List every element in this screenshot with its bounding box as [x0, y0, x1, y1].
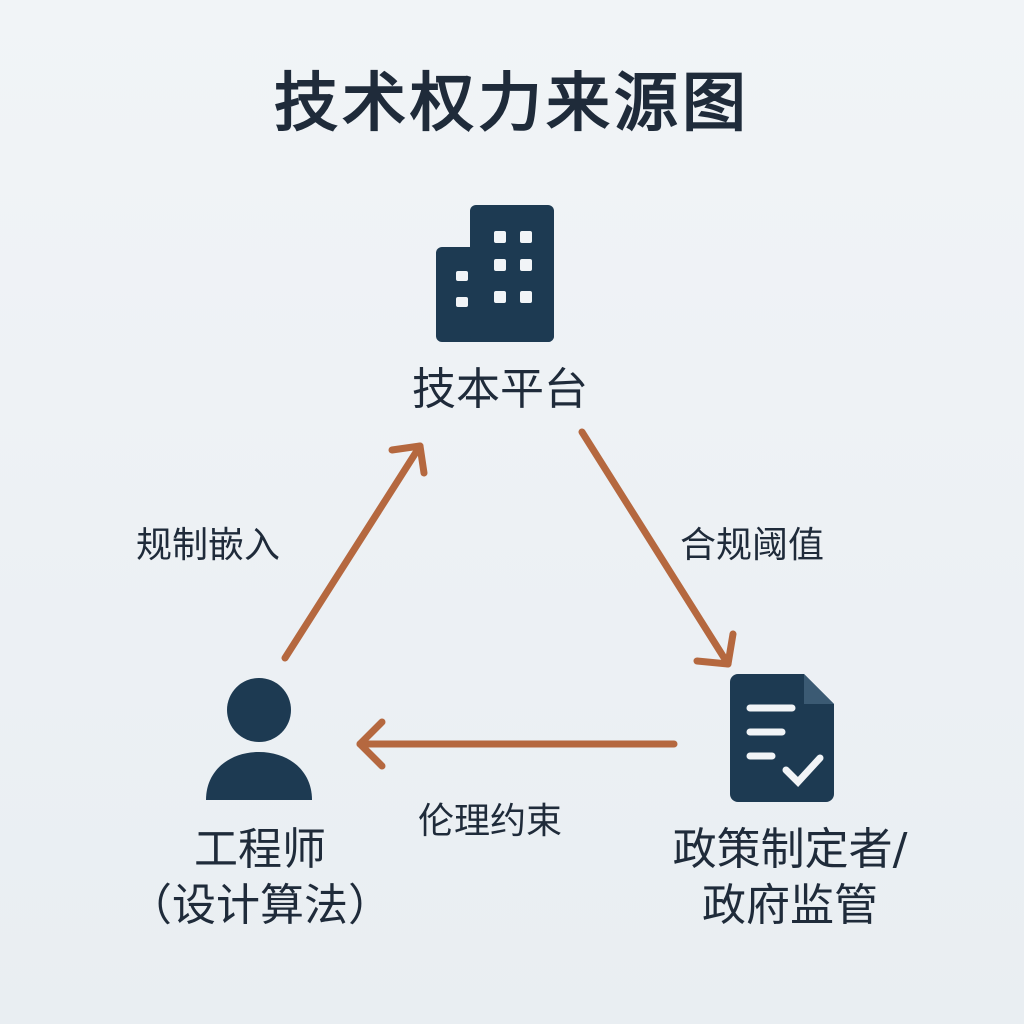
- person-icon: [206, 678, 312, 800]
- arrow-engineer-to-platform: [281, 442, 428, 662]
- platform-label: 技本平台: [412, 364, 588, 415]
- edge-label-platform-to-policymaker: 合规阈值: [680, 525, 825, 566]
- policymaker-label: 政策制定者/ 政府监管: [630, 822, 950, 934]
- edge-label-engineer-to-platform: 规制嵌入: [136, 525, 281, 566]
- edge-label-policymaker-to-engineer: 伦理约束: [418, 801, 563, 842]
- arrow-policymaker-to-engineer: [356, 718, 678, 770]
- engineer-label-line2: （设计算法）: [128, 880, 392, 931]
- engineer-label-line1: 工程师: [194, 824, 326, 875]
- engineer-label: 工程师 （设计算法）: [110, 822, 410, 934]
- arrow-platform-to-policymaker: [578, 428, 737, 668]
- building-icon: [436, 205, 554, 342]
- document-check-icon: [730, 674, 834, 802]
- policymaker-label-line1: 政策制定者/: [672, 824, 908, 875]
- diagram-title: 技术权力来源图: [274, 67, 750, 141]
- policymaker-label-line2: 政府监管: [702, 880, 878, 931]
